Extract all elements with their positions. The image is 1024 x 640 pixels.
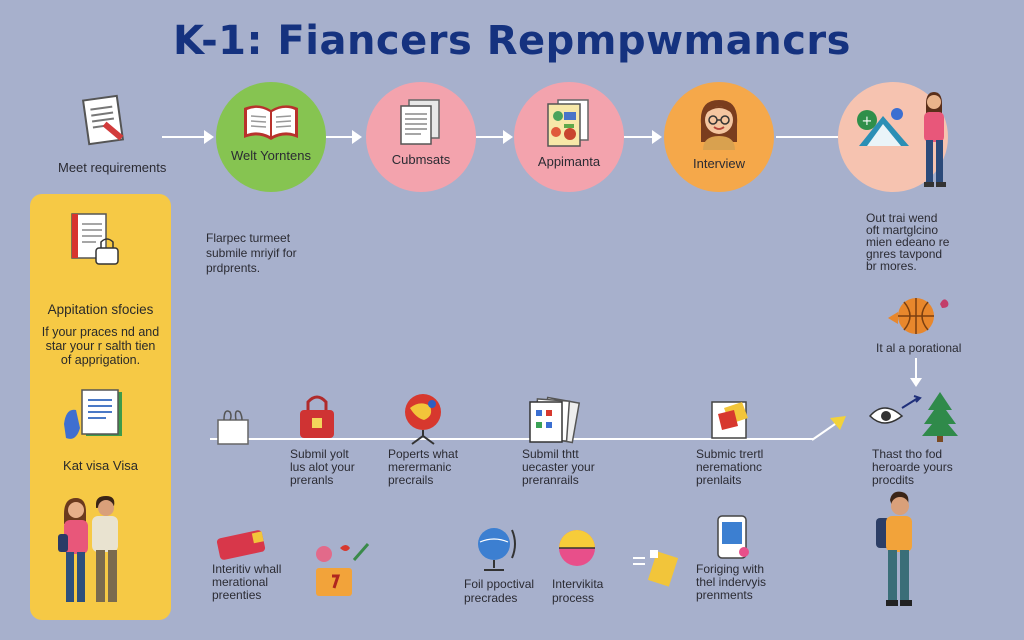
panel-text-line: If your praces nd and <box>41 325 160 339</box>
note-line: br mores. <box>866 259 917 273</box>
basketball-icon <box>886 294 952 338</box>
phone-icon <box>714 514 754 562</box>
bottom-step-1-line: merational <box>212 575 269 589</box>
step-circle-1[interactable]: Welt Yorntens <box>216 82 326 192</box>
step-circle-2[interactable]: Cubmsats <box>366 82 476 192</box>
middle-step-5-line: heroarde yours <box>872 460 953 474</box>
requirements-document-icon <box>80 94 134 150</box>
middle-step-4-line: prenlaits <box>696 473 742 487</box>
visa-document-icon <box>62 388 128 448</box>
note-line: Flarpec turmeet <box>206 231 291 245</box>
travel-icon: + <box>853 106 919 154</box>
middle-step-4-line: neremationc <box>696 460 763 474</box>
step-circle-4[interactable]: Interview <box>664 82 774 192</box>
middle-step-1-line: Submil yolt <box>290 447 349 461</box>
application-form-icon <box>544 98 594 148</box>
arrow-down-icon <box>910 378 922 387</box>
interviewer-icon <box>691 94 747 150</box>
note-line: Out trai wend <box>866 211 938 225</box>
middle-step-5-line: Thast tho fod <box>872 447 943 461</box>
note-line: submile mriyif for <box>206 246 297 260</box>
traveler-woman-icon <box>912 90 952 192</box>
cards-icon <box>526 396 582 446</box>
connector-line <box>162 136 210 138</box>
note-line: oft martglcino <box>866 223 939 237</box>
arrow-right-icon <box>503 130 513 144</box>
step-label: Welt Yorntens <box>231 148 311 163</box>
panel-heading: Appitation sfocies <box>47 302 154 317</box>
globe-stand-icon <box>400 392 446 448</box>
note-line: gnres tavpond <box>866 247 943 261</box>
start-label: Meet requirements <box>58 160 167 175</box>
bottom-step-1-line: preenties <box>212 588 262 602</box>
folder-documents-icon <box>708 398 754 442</box>
step-label: Cubmsats <box>391 152 451 167</box>
ball-icon <box>556 528 598 568</box>
bottom-step-3-line: Intervikita <box>552 577 604 591</box>
middle-step-3-line: uecaster your <box>522 460 595 474</box>
bag-icon <box>214 406 252 446</box>
visa-label: Kat visa Visa <box>63 458 138 473</box>
application-document-icon <box>68 212 124 270</box>
page-title: K-1: Fiancers Repmpwmancrs <box>173 18 851 64</box>
step-label: Interview <box>692 156 746 171</box>
lock-bag-icon <box>296 394 338 442</box>
middle-step-3-line: preranrails <box>522 473 579 487</box>
globe-icon <box>474 524 520 574</box>
step-circle-3[interactable]: Appimanta <box>514 82 624 192</box>
arrow-right-icon <box>652 130 662 144</box>
connector-line <box>915 358 917 380</box>
connector-line <box>476 136 506 138</box>
bottom-step-2-line: precrades <box>464 591 518 605</box>
equals-icon <box>632 556 646 566</box>
middle-step-5-line: procdits <box>872 473 915 487</box>
traveler-man-icon <box>874 490 926 610</box>
couple-icon <box>56 494 132 610</box>
panel-text-line: star your r salth tien <box>45 339 156 353</box>
connector-line <box>624 136 654 138</box>
wallet-icon <box>214 526 270 560</box>
documents-icon <box>395 98 447 146</box>
middle-step-2-line: precrails <box>388 473 434 487</box>
arrow-right-icon <box>352 130 362 144</box>
connector-line <box>326 136 354 138</box>
arrow-up-right-icon <box>810 414 850 444</box>
bottom-step-2-line: Foil ppoctival <box>464 577 535 591</box>
middle-step-1-line: lus alot your <box>290 460 355 474</box>
panel-text-line: of apprigation. <box>60 353 141 367</box>
right-caption: It al a porational <box>876 341 962 355</box>
middle-step-2-line: Poperts what <box>388 447 459 461</box>
book-icon <box>240 102 302 142</box>
bottom-step-1-line: Interitiv whall <box>212 562 282 576</box>
timeline-line <box>210 438 814 440</box>
ticket-icon <box>646 548 682 588</box>
arrow-right-icon <box>204 130 214 144</box>
middle-step-3-line: Submil thtt <box>522 447 579 461</box>
svg-text:+: + <box>862 114 873 129</box>
step-label: Appimanta <box>537 154 601 169</box>
middle-step-4-line: Submic trertl <box>696 447 764 461</box>
bottom-step-4-line: Foriging with <box>696 562 765 576</box>
connector-line <box>776 136 838 138</box>
bottom-step-4-line: thel indervyis <box>696 575 767 589</box>
bottom-step-4-line: prenments <box>696 588 753 602</box>
middle-step-2-line: merermanic <box>388 460 452 474</box>
middle-step-1-line: preranls <box>290 473 334 487</box>
note-line: prdprents. <box>206 261 261 275</box>
gift-box-icon <box>310 540 376 600</box>
landmark-icon <box>866 390 962 442</box>
bottom-step-3-line: process <box>552 591 595 605</box>
note-line: mien edeano re <box>866 235 950 249</box>
